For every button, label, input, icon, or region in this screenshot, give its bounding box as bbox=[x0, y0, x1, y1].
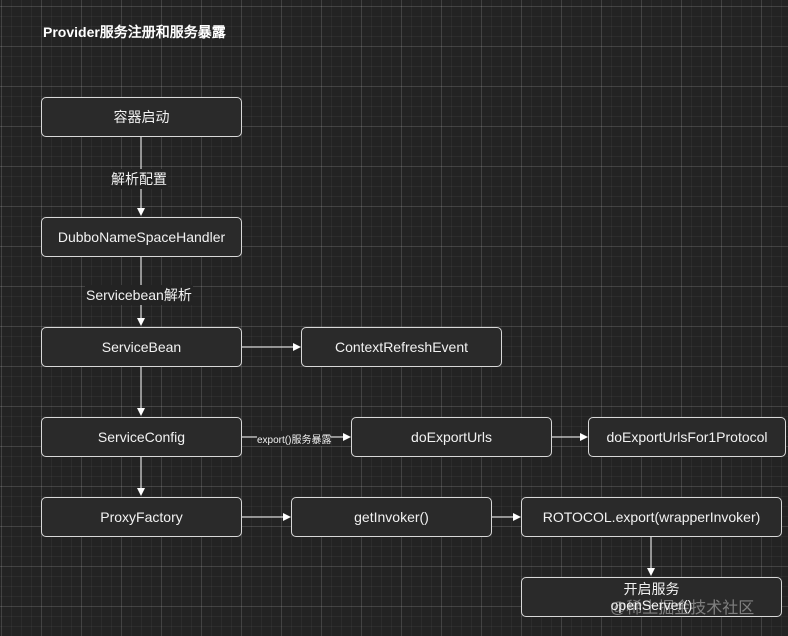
node-do-export-urls-for-protocol[interactable]: doExportUrlsFor1Protocol bbox=[588, 417, 786, 457]
edge-label-export-service: export()服务暴露 bbox=[257, 431, 332, 446]
node-get-invoker[interactable]: getInvoker() bbox=[291, 497, 492, 537]
node-context-refresh-event[interactable]: ContextRefreshEvent bbox=[301, 327, 502, 367]
node-proxy-factory[interactable]: ProxyFactory bbox=[41, 497, 242, 537]
node-do-export-urls[interactable]: doExportUrls bbox=[351, 417, 552, 457]
node-open-server[interactable]: 开启服务 openServer() bbox=[521, 577, 782, 617]
diagram-title: Provider服务注册和服务暴露 bbox=[43, 24, 226, 40]
node-dubbo-namespace-handler[interactable]: DubboNameSpaceHandler bbox=[41, 217, 242, 257]
node-open-server-line1: 开启服务 bbox=[623, 581, 680, 597]
node-open-server-line2: openServer() bbox=[610, 597, 693, 613]
node-container-start[interactable]: 容器启动 bbox=[41, 97, 242, 137]
node-protocol-export[interactable]: ROTOCOL.export(wrapperInvoker) bbox=[521, 497, 782, 537]
node-service-config[interactable]: ServiceConfig bbox=[41, 417, 242, 457]
edge-label-servicebean-parse: Servicebean解析 bbox=[85, 285, 193, 305]
watermark: @稀土掘金技术社区 bbox=[610, 600, 755, 617]
node-service-bean[interactable]: ServiceBean bbox=[41, 327, 242, 367]
edge-label-parse-config: 解析配置 bbox=[110, 169, 168, 189]
